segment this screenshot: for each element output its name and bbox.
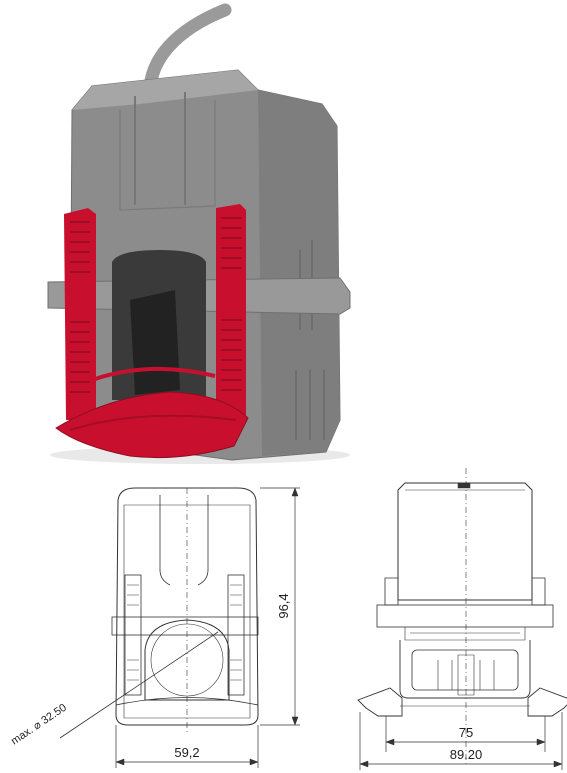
side-inner-width-label: 75 (459, 725, 473, 740)
release-lever (91, 366, 216, 382)
front-height-label: 96,4 (276, 593, 291, 618)
left-latch (64, 208, 96, 420)
side-outer-width-label: 89.20 (450, 747, 483, 762)
product-photo (47, 3, 351, 464)
front-view-drawing (59, 487, 300, 768)
right-latch (216, 204, 246, 418)
opening-diameter-label: max. ⌀ 32.50 (9, 702, 69, 748)
side-view-drawing (357, 468, 567, 770)
side-view-outline (397, 482, 533, 601)
red-base-tab (55, 391, 249, 459)
front-width-label: 59,2 (174, 745, 199, 760)
front-view-outline (115, 487, 259, 726)
front-view-opening (144, 619, 230, 701)
